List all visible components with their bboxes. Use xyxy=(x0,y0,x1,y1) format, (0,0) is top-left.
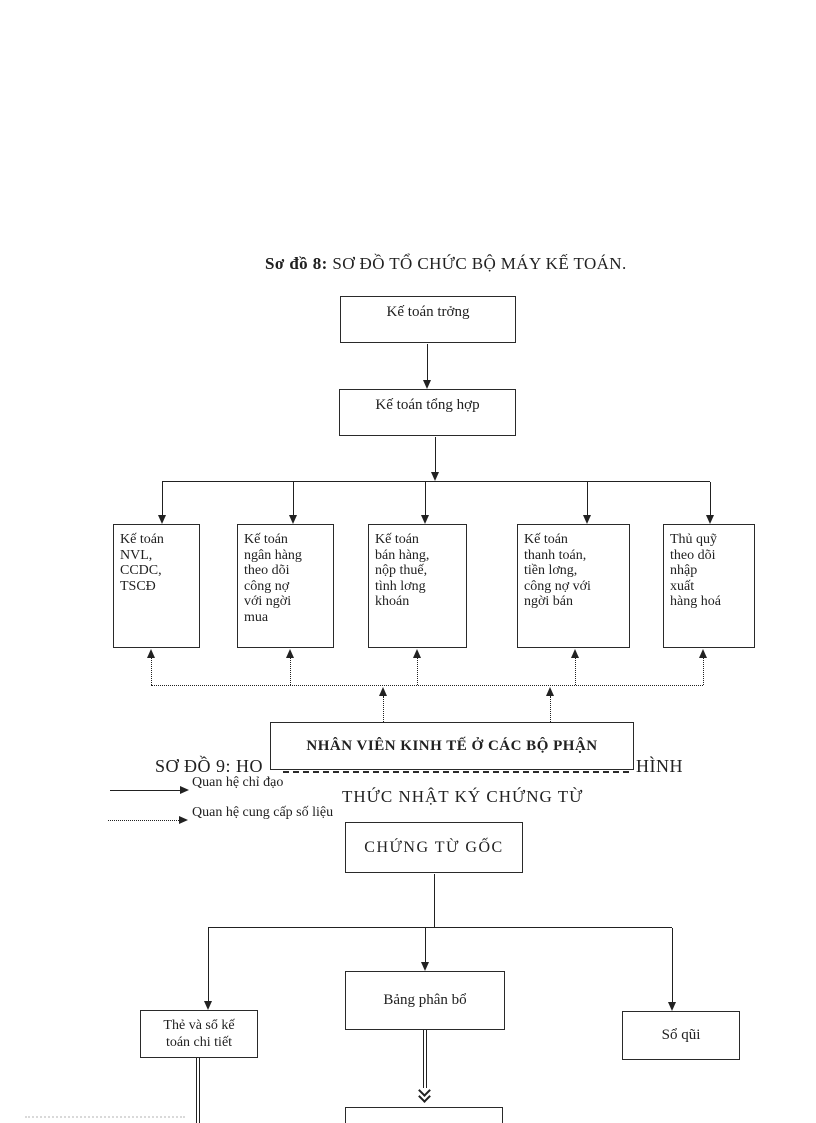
dotted-connector-staff2 xyxy=(290,658,291,685)
hidden-text-remnant xyxy=(283,771,629,773)
chief-accountant-label: Kế toán trởng xyxy=(386,304,470,320)
diagram8-title: Sơ đồ 8: SƠ ĐỒ TỔ CHỨC BỘ MÁY KẾ TOÁN. xyxy=(265,254,627,274)
dotted-bus-line xyxy=(151,685,703,686)
connector-branch-to-detail xyxy=(208,928,209,1002)
dotted-connector-staff3 xyxy=(417,658,418,685)
general-accountant-box: Kế toán tổng hợp xyxy=(339,389,516,436)
arrowhead-down-icon xyxy=(706,515,714,524)
double-line-from-detail xyxy=(196,1058,200,1123)
arrowhead-down-icon xyxy=(583,515,591,524)
connector-branch-to-staff5 xyxy=(710,482,711,516)
economic-staff-box: NHÂN VIÊN KINH TẾ Ở CÁC BỘ PHẬN xyxy=(270,722,634,770)
arrowhead-up-icon xyxy=(699,649,707,658)
watermark-dots xyxy=(25,1116,185,1118)
legend-dotted-label: Quan hệ cung cấp số liệu xyxy=(192,805,334,820)
staff-box-payments: Kế toán thanh toán, tiền lơng, công nợ v… xyxy=(517,524,630,648)
legend-solid-label: Quan hệ chỉ đạo xyxy=(192,775,284,790)
arrowhead-up-icon xyxy=(413,649,421,658)
source-documents-label: CHỨNG TỪ GỐC xyxy=(364,838,504,856)
arrowhead-down-icon xyxy=(423,380,431,389)
connector-branch-to-allocation xyxy=(425,928,426,963)
diagram9-title-right: HÌNH xyxy=(636,756,683,776)
connector-chief-to-general xyxy=(427,344,428,381)
arrowhead-up-icon xyxy=(379,687,387,696)
dotted-connector-staff5 xyxy=(703,658,704,685)
arrowhead-right-icon xyxy=(179,816,188,824)
arrowhead-down-icon xyxy=(421,962,429,971)
arrowhead-up-icon xyxy=(571,649,579,658)
staff-box-bank: Kế toán ngân hàng theo dõi công nợ với n… xyxy=(237,524,334,648)
dotted-connector-staff4 xyxy=(575,658,576,685)
legend-dotted-arrow xyxy=(108,820,179,821)
diagram9-title-left: SƠ ĐỒ 9: HO xyxy=(155,756,264,776)
arrowhead-down-icon xyxy=(289,515,297,524)
diagram8-title-text: SƠ ĐỒ TỔ CHỨC BỘ MÁY KẾ TOÁN. xyxy=(327,254,627,273)
detail-cards-box: Thẻ và sổ kế toán chi tiết xyxy=(140,1010,258,1058)
branch-line-2 xyxy=(208,927,672,928)
allocation-table-box: Bảng phân bổ xyxy=(345,971,505,1030)
arrowhead-down-icon xyxy=(158,515,166,524)
chief-accountant-box: Kế toán trởng xyxy=(340,296,516,343)
connector-source-to-branch xyxy=(434,874,435,927)
dotted-connector-staff1 xyxy=(151,658,152,685)
connector-branch-to-staff1 xyxy=(162,482,163,516)
dotted-connector-econ2 xyxy=(550,696,551,722)
economic-staff-label: NHÂN VIÊN KINH TẾ Ở CÁC BỘ PHẬN xyxy=(306,737,598,754)
general-accountant-label: Kế toán tổng hợp xyxy=(375,397,480,413)
connector-branch-to-staff4 xyxy=(587,482,588,516)
diagram9-title-line2: THỨC NHẬT KÝ CHỨNG TỪ xyxy=(342,787,584,806)
arrowhead-up-icon xyxy=(546,687,554,696)
arrowhead-down-icon xyxy=(421,515,429,524)
arrowhead-down-icon xyxy=(204,1001,212,1010)
staff-box-sales: Kế toán bán hàng, nộp thuế, tình lơng kh… xyxy=(368,524,467,648)
arrowhead-up-icon xyxy=(147,649,155,658)
connector-general-to-branch xyxy=(435,437,436,473)
allocation-table-label: Bảng phân bổ xyxy=(383,992,467,1008)
staff-box-materials: Kế toán NVL, CCDC, TSCĐ xyxy=(113,524,200,648)
diagram8-title-prefix: Sơ đồ 8: xyxy=(265,254,328,273)
source-documents-box: CHỨNG TỪ GỐC xyxy=(345,822,523,873)
arrowhead-right-icon xyxy=(180,786,189,794)
arrowhead-down-icon xyxy=(431,472,439,481)
connector-branch-to-staff2 xyxy=(293,482,294,516)
connector-branch-to-cashbook xyxy=(672,928,673,1003)
branch-line xyxy=(162,481,710,482)
double-line-from-allocation xyxy=(423,1030,427,1088)
staff-box-cashier: Thủ quỹ theo dõi nhập xuất hàng hoá xyxy=(663,524,755,648)
arrowhead-down-icon xyxy=(668,1002,676,1011)
bottom-partial-box xyxy=(345,1107,503,1123)
connector-branch-to-staff3 xyxy=(425,482,426,516)
cash-book-label: Sổ qũi xyxy=(661,1027,701,1043)
arrowhead-up-icon xyxy=(286,649,294,658)
dotted-connector-econ1 xyxy=(383,696,384,722)
legend-solid-arrow xyxy=(110,790,180,791)
cash-book-box: Sổ qũi xyxy=(622,1011,740,1060)
